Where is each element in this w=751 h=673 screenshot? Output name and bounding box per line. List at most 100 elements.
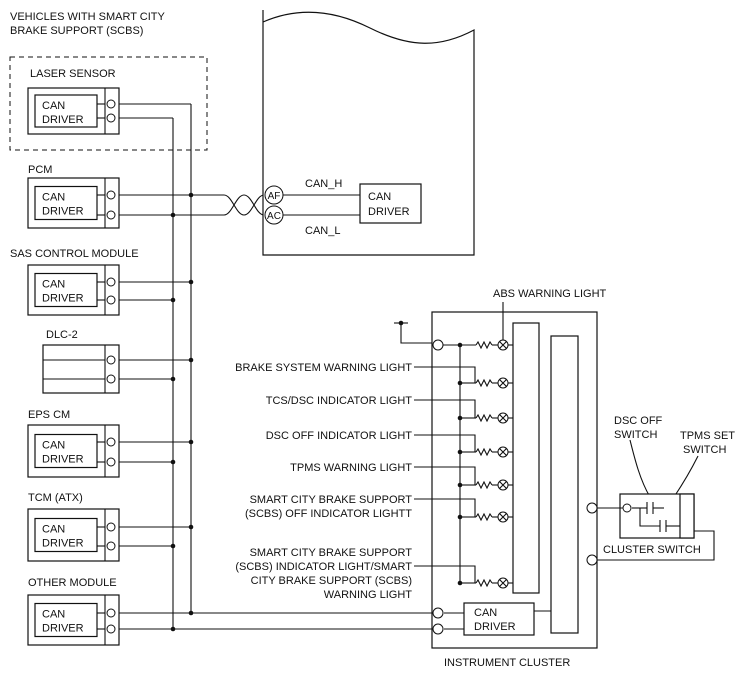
module-laser-title: LASER SENSOR <box>30 68 116 80</box>
indicator-label-6: SMART CITY BRAKE SUPPORT(SCBS) INDICATOR… <box>235 547 476 601</box>
module-eps: EPS CM CAN DRIVER <box>27 409 120 478</box>
indicator-label-4: TPMS WARNING LIGHT <box>290 462 476 485</box>
module-other-terminal-high <box>106 608 116 618</box>
module-eps-can-driver-line1: CAN <box>42 440 65 452</box>
module-sas-terminal-high <box>106 277 116 287</box>
module-dlc-terminal-high <box>106 355 116 365</box>
scbs-group-label-line2: BRAKE SUPPORT (SCBS) <box>10 25 143 37</box>
indicator-lamp <box>457 479 513 491</box>
module-eps-title: EPS CM <box>28 409 70 421</box>
switch-ground-line <box>597 530 715 561</box>
module-sas-title: SAS CONTROL MODULE <box>10 248 139 260</box>
module-laser: LASER SENSOR CAN DRIVER <box>27 68 120 135</box>
module-other-terminal-low <box>106 624 116 634</box>
module-laser-can-driver-box <box>34 94 98 128</box>
indicator-label-5-line2: (SCBS) OFF INDICATOR LIGHTT <box>245 508 412 520</box>
indicator-label-6-line4: WARNING LIGHT <box>324 589 412 601</box>
module-pcm-can-driver-box <box>34 185 98 221</box>
instrument-cluster: CAN DRIVER INSTRUMENT CLUSTER ABS WARNIN… <box>394 288 607 669</box>
cluster-can-driver-line1: CAN <box>474 607 497 619</box>
module-pcm-title: PCM <box>28 164 52 176</box>
indicator-label-3: DSC OFF INDICATOR LIGHT <box>266 430 476 452</box>
tpms-set-switch-label-line2: SWITCH <box>683 444 726 456</box>
cluster-title: INSTRUMENT CLUSTER <box>444 657 570 669</box>
cluster-can-driver-line2: DRIVER <box>474 621 516 633</box>
indicator-label-2-line1: TCS/DSC INDICATOR LIGHT <box>266 395 413 407</box>
indicator-labels: BRAKE SYSTEM WARNING LIGHT TCS/DSC INDICA… <box>235 362 476 601</box>
main-module-can-driver-box <box>359 183 422 224</box>
cluster-terminal-can-high <box>432 607 444 619</box>
cluster-terminal-can-low <box>432 623 444 635</box>
twisted-pair-b <box>223 194 265 216</box>
cluster-switch: DSC OFF SWITCH TPMS SET SWITCH CLUSTER S… <box>586 415 735 566</box>
indicator-label-1-line1: BRAKE SYSTEM WARNING LIGHT <box>235 362 412 374</box>
cluster-can-driver-box <box>463 602 535 636</box>
module-sas-can-driver-line2: DRIVER <box>42 293 84 305</box>
can-l-label: CAN_L <box>305 225 340 237</box>
module-laser-terminal-low <box>106 113 116 123</box>
main-module: AF AC CAN_H CAN_L CAN DRIVER <box>262 10 475 256</box>
indicator-label-1: BRAKE SYSTEM WARNING LIGHT <box>235 362 476 383</box>
scbs-group-label-line1: VEHICLES WITH SMART CITY <box>10 11 166 23</box>
module-laser-terminal-high <box>106 99 116 109</box>
module-tcm-terminal-high <box>106 522 116 532</box>
indicator-label-6-line3: CITY BRAKE SUPPORT (SCBS) <box>251 575 412 587</box>
module-sas: SAS CONTROL MODULE CAN DRIVER <box>10 248 139 316</box>
module-dlc: DLC-2 <box>42 329 120 394</box>
indicator-lamp <box>457 577 513 589</box>
terminal-ac-label: AC <box>267 211 281 222</box>
cluster-inner-bar-left <box>512 322 540 594</box>
indicator-lamp <box>457 511 513 523</box>
can-bus-lines <box>119 103 432 632</box>
module-sas-can-driver-line1: CAN <box>42 279 65 291</box>
module-eps-terminal-high <box>106 437 116 447</box>
module-dlc-box <box>42 344 120 394</box>
indicator-label-5: SMART CITY BRAKE SUPPORT (SCBS) OFF INDIC… <box>245 494 476 520</box>
module-laser-can-driver-line1: CAN <box>42 100 65 112</box>
module-dlc-title: DLC-2 <box>46 329 78 341</box>
tpms-set-switch-label-line1: TPMS SET <box>680 430 735 442</box>
module-eps-can-driver-line2: DRIVER <box>42 454 84 466</box>
module-eps-terminal-low <box>106 457 116 467</box>
indicator-label-5-line1: SMART CITY BRAKE SUPPORT <box>250 494 413 506</box>
indicator-label-4-line1: TPMS WARNING LIGHT <box>290 462 412 474</box>
indicator-label-2: TCS/DSC INDICATOR LIGHT <box>266 395 476 418</box>
module-pcm-terminal-low <box>106 210 116 220</box>
module-tcm-can-driver-line2: DRIVER <box>42 538 84 550</box>
twisted-pair-a <box>223 194 265 216</box>
module-tcm-terminal-low <box>106 541 116 551</box>
module-laser-can-driver-line2: DRIVER <box>42 114 84 126</box>
abs-warning-light-label: ABS WARNING LIGHT <box>493 288 607 300</box>
indicator-lamp <box>475 339 513 351</box>
dsc-off-switch-label-line2: SWITCH <box>614 429 657 441</box>
module-pcm-can-driver-line2: DRIVER <box>42 206 84 218</box>
module-sas-can-driver-box <box>34 272 98 308</box>
indicator-label-6-line1: SMART CITY BRAKE SUPPORT <box>250 547 413 559</box>
cluster-inner-bar-right <box>550 335 579 634</box>
cluster-power-terminal <box>432 339 444 351</box>
module-sas-terminal-low <box>106 295 116 305</box>
module-tcm-can-driver-box <box>34 517 98 553</box>
module-eps-can-driver-box <box>34 433 98 469</box>
cluster-switch-title: CLUSTER SWITCH <box>603 544 701 556</box>
can-h-label: CAN_H <box>305 178 342 190</box>
module-other-can-driver-line2: DRIVER <box>42 623 84 635</box>
scbs-dashed-border <box>9 56 208 151</box>
terminal-af-label: AF <box>268 191 281 202</box>
main-module-can-driver-line2: DRIVER <box>368 206 410 218</box>
module-other-can-driver-line1: CAN <box>42 609 65 621</box>
main-module-can-driver-line1: CAN <box>368 191 391 203</box>
module-other-can-driver-box <box>34 602 98 638</box>
indicator-lamps <box>457 339 513 589</box>
power-feed-line <box>400 323 432 344</box>
module-dlc-terminal-low <box>106 374 116 384</box>
indicator-label-3-line1: DSC OFF INDICATOR LIGHT <box>266 430 413 442</box>
module-pcm-can-driver-line1: CAN <box>42 192 65 204</box>
indicator-lamp <box>457 377 513 389</box>
indicator-lamp <box>457 412 513 424</box>
scbs-group: VEHICLES WITH SMART CITY BRAKE SUPPORT (… <box>9 11 208 151</box>
